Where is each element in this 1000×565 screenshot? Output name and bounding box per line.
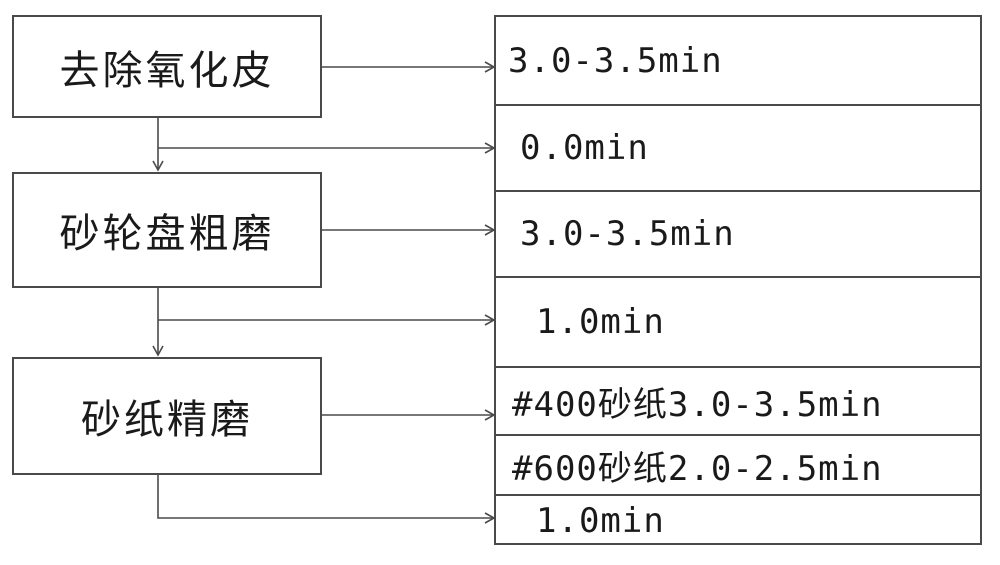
step-box-fine-grinding: 砂纸精磨 bbox=[12, 357, 322, 475]
time-row: #400砂纸3.0-3.5min bbox=[496, 366, 980, 434]
step-box-remove-oxide: 去除氧化皮 bbox=[12, 15, 322, 118]
time-label: 0.0min bbox=[520, 128, 649, 168]
step-label: 去除氧化皮 bbox=[59, 47, 275, 94]
time-label: 3.0-3.5min bbox=[508, 40, 723, 81]
time-row: #600砂纸2.0-2.5min bbox=[496, 434, 980, 494]
time-label: 1.0min bbox=[536, 500, 665, 541]
time-label: #600砂纸2.0-2.5min bbox=[512, 448, 883, 489]
time-row: 1.0min bbox=[496, 494, 980, 545]
time-label: 3.0-3.5min bbox=[520, 214, 735, 254]
time-row: 3.0-3.5min bbox=[496, 17, 980, 104]
time-label: 1.0min bbox=[536, 302, 665, 342]
time-row: 3.0-3.5min bbox=[496, 190, 980, 276]
step-label: 砂轮盘粗磨 bbox=[59, 211, 275, 257]
time-table: 3.0-3.5min 0.0min 3.0-3.5min 1.0min #400… bbox=[494, 15, 982, 545]
step-box-rough-grinding: 砂轮盘粗磨 bbox=[12, 172, 322, 288]
step-label: 砂纸精磨 bbox=[81, 397, 253, 443]
time-label: #400砂纸3.0-3.5min bbox=[512, 384, 883, 425]
time-row: 0.0min bbox=[496, 104, 980, 190]
time-row: 1.0min bbox=[496, 276, 980, 366]
arrow-step3-to-time7 bbox=[157, 475, 496, 524]
